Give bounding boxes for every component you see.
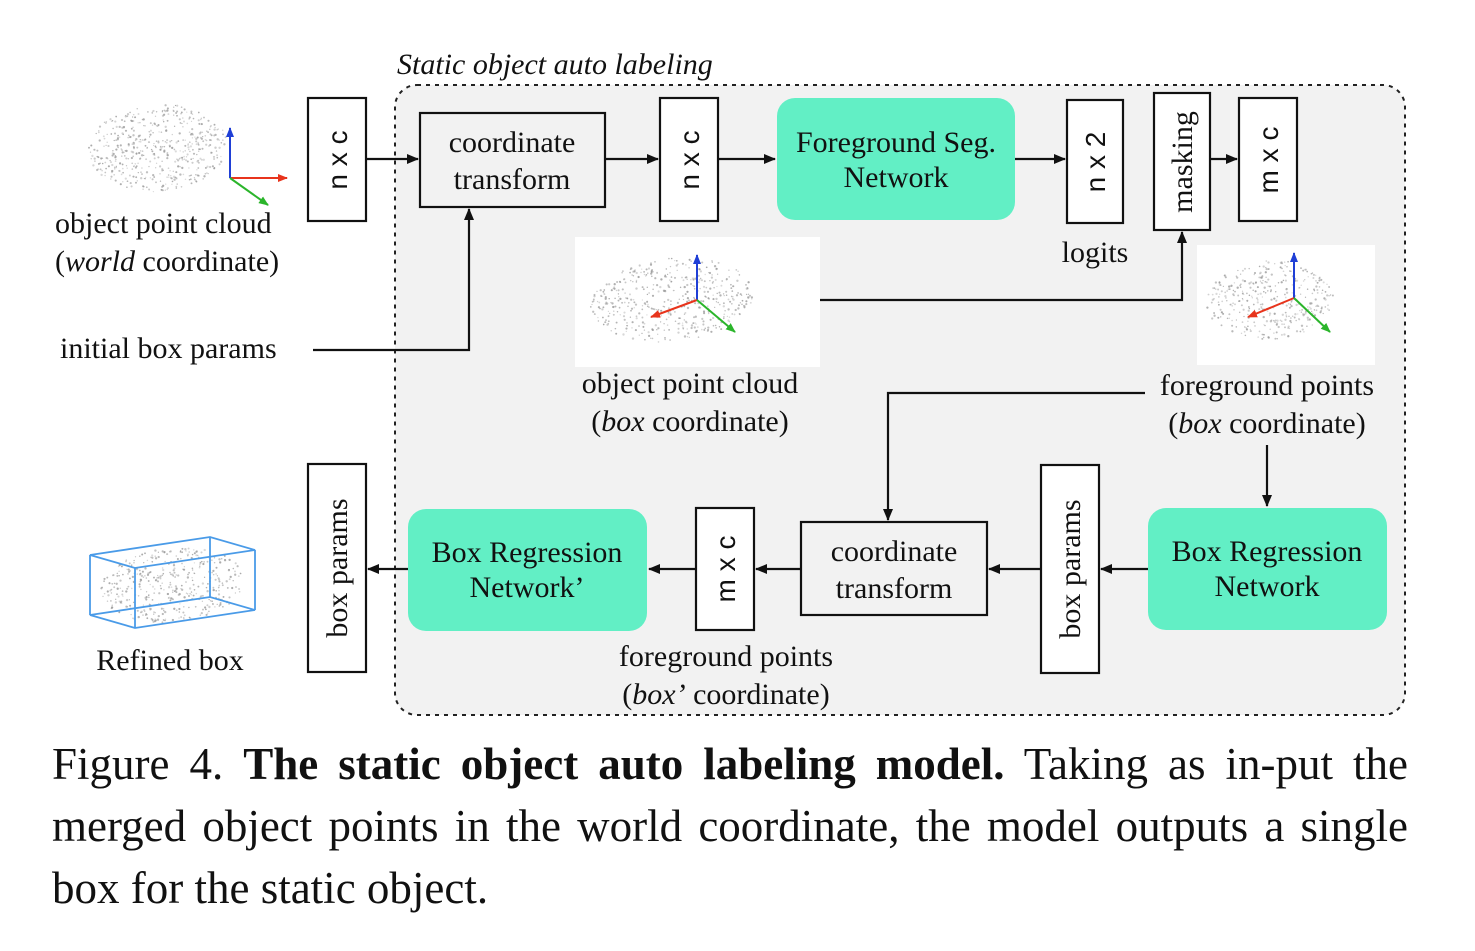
fg-points-prime-label-line2: (box’ coordinate) <box>622 678 829 711</box>
foreground-points-image <box>1206 252 1334 340</box>
box-cloud-label-line1: object point cloud <box>582 367 799 400</box>
box-regression-network-prime <box>408 509 647 631</box>
caption-prefix: Figure 4. <box>52 739 244 789</box>
coord-transform-2-line2: transform <box>836 572 953 605</box>
fg-points-prime-label-line1: foreground points <box>619 640 833 673</box>
fg-seg-line2: Network <box>844 161 949 194</box>
logits-label: logits <box>1062 236 1129 269</box>
panel-title: Static object auto labeling <box>397 48 713 81</box>
fg-points-label-line1: foreground points <box>1160 369 1374 402</box>
box-cloud-label-line2: (box coordinate) <box>591 405 788 438</box>
nxc-input-box <box>306 96 368 223</box>
nx2-label: n x 2 <box>1080 132 1111 193</box>
caption-body: Taking as in-put the merged object point… <box>52 739 1409 913</box>
nxc-transformed-box <box>658 96 720 223</box>
box-params-out-label: box params <box>321 498 354 637</box>
box-regression-network <box>1148 508 1387 630</box>
arrow-fgpoints-to-transform2 <box>883 391 1145 521</box>
masking-label: masking <box>1166 111 1199 213</box>
arrow-boxcloud-to-masking <box>820 231 1187 302</box>
refined-box-label: Refined box <box>96 644 243 677</box>
nxc-input-label: n x c <box>322 130 353 189</box>
caption-bold-title: The static object auto labeling model. <box>243 739 1005 789</box>
figure-caption: Figure 4. The static object auto labelin… <box>52 733 1408 919</box>
fg-points-label-line2: (box coordinate) <box>1168 407 1365 440</box>
coordinate-transform-1 <box>418 111 607 209</box>
box-reg-prime-line2: Network’ <box>470 571 585 604</box>
box-point-cloud-image <box>589 254 754 343</box>
mxc-boxprime-label: m x c <box>710 536 741 603</box>
pipeline-diagram: Static object auto labeling object point… <box>55 48 1406 716</box>
refined-box-image <box>89 536 256 629</box>
nxc-transformed-label: n x c <box>674 130 705 189</box>
mxc-masked-box <box>1237 96 1299 223</box>
world-cloud-label-line1: object point cloud <box>55 207 272 240</box>
masking-box <box>1152 91 1212 232</box>
box-params-out-box <box>306 462 368 674</box>
coord-transform-2-line1: coordinate <box>831 535 958 568</box>
world-cloud-label-line2: (world coordinate) <box>55 245 279 278</box>
coord-transform-1-line1: coordinate <box>449 126 576 159</box>
box-reg-line2: Network <box>1215 570 1320 603</box>
initial-box-params-label: initial box params <box>60 332 277 365</box>
coordinate-transform-2 <box>799 520 989 617</box>
nx2-box <box>1065 98 1125 225</box>
foreground-seg-network <box>777 98 1015 220</box>
fg-seg-line1: Foreground Seg. <box>796 126 996 159</box>
coord-transform-1-line2: transform <box>454 163 571 196</box>
box-reg-line1: Box Regression <box>1172 535 1363 568</box>
mxc-masked-label: m x c <box>1253 127 1284 194</box>
box-params-mid-label: box params <box>1054 499 1087 638</box>
box-reg-prime-line1: Box Regression <box>432 536 623 569</box>
arrow-initial-box-to-transform <box>313 208 474 352</box>
world-point-cloud-image <box>88 104 288 206</box>
